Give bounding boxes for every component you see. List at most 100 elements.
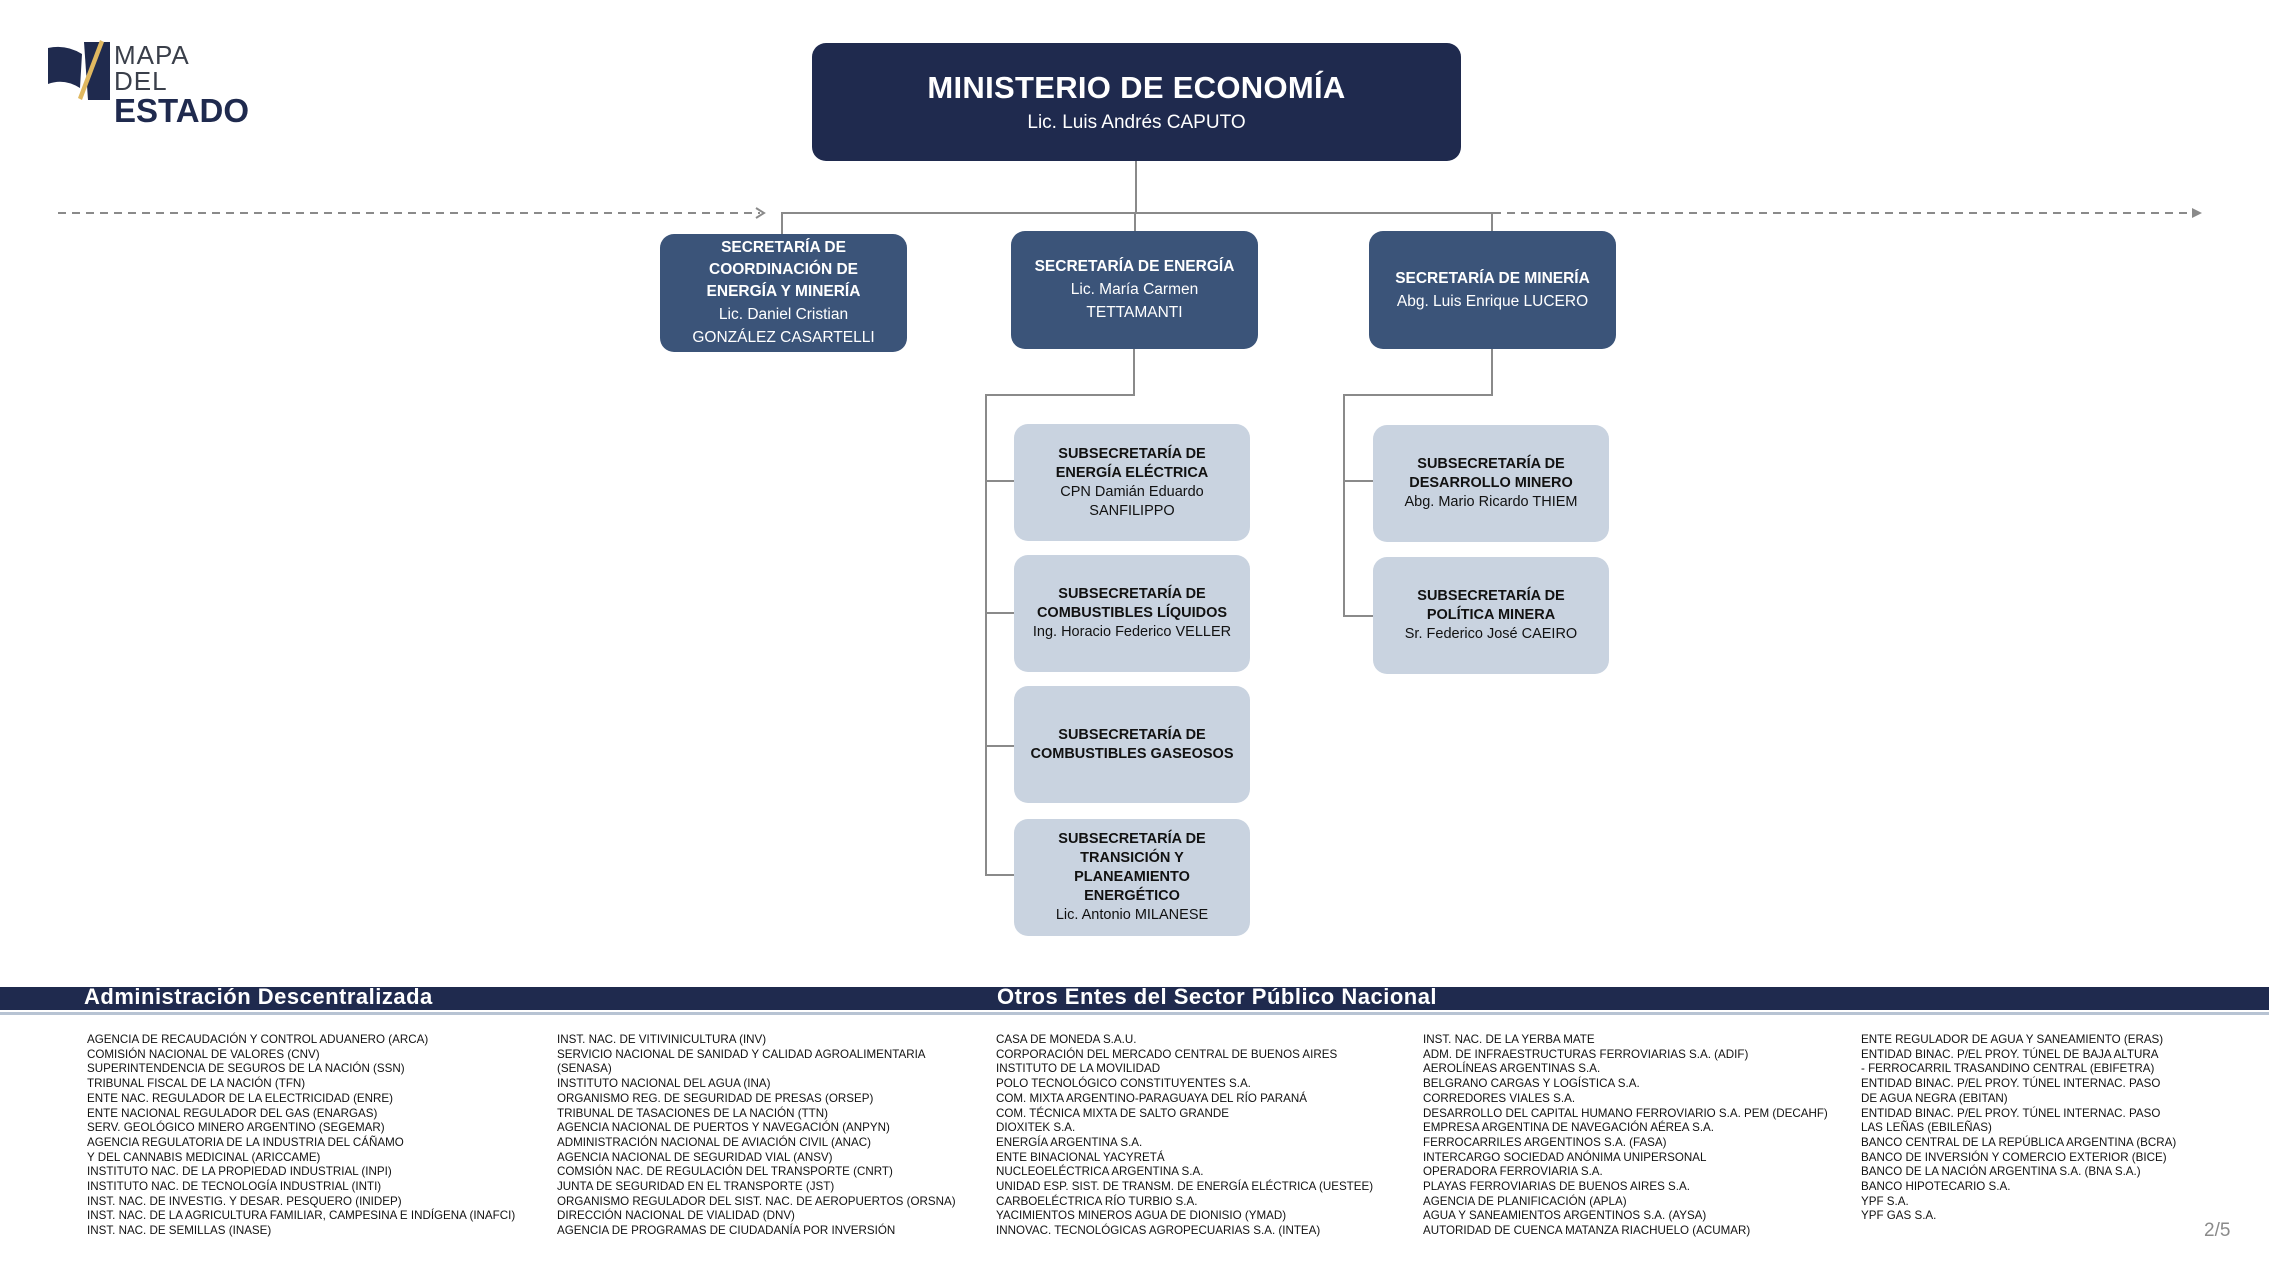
- entity-list-item: POLO TECNOLÓGICO CONSTITUYENTES S.A.: [996, 1077, 1251, 1091]
- box-head-name-line: Lic. Daniel Cristian: [718, 306, 849, 323]
- dashed-arrows: [58, 207, 2202, 219]
- box-head-name-line: Sr. Federico José CAEIRO: [1404, 626, 1578, 642]
- entity-list-item: INSTITUTO DE LA MOVILIDAD: [996, 1062, 1161, 1076]
- entity-list-item: COM. TÉCNICA MIXTA DE SALTO GRANDE: [996, 1106, 1229, 1120]
- entity-list-item: COM. MIXTA ARGENTINO-PARAGUAYA DEL RÍO P…: [996, 1091, 1307, 1105]
- box-title-line: ENERGÍA ELÉCTRICA: [1055, 464, 1209, 481]
- entity-list-item: INST. NAC. DE LA AGRICULTURA FAMILIAR, C…: [87, 1209, 516, 1223]
- entity-list-item: ORGANISMO REGULADOR DEL SIST. NAC. DE AE…: [557, 1194, 956, 1208]
- entity-list-item: UNIDAD ESP. SIST. DE TRANSM. DE ENERGÍA …: [996, 1180, 1374, 1194]
- box-title-line: DESARROLLO MINERO: [1409, 475, 1573, 491]
- ministry-head: Lic. Luis Andrés CAPUTO: [1027, 112, 1246, 133]
- entity-list-item: NUCLEOELÉCTRICA ARGENTINA S.A.: [996, 1165, 1204, 1179]
- entity-list-item: AGENCIA DE PLANIFICACIÓN (APLA): [1423, 1194, 1627, 1208]
- logo-line-2: ESTADO: [114, 92, 250, 129]
- box-head-name-line: Abg. Mario Ricardo THIEM: [1404, 494, 1578, 510]
- bottom-divider: [0, 1012, 2269, 1015]
- connector: [985, 745, 1014, 747]
- box-title-line: ENERGÉTICO: [1084, 888, 1180, 904]
- entity-list-item: YPF S.A.: [1861, 1194, 1909, 1208]
- box-head-name-line: Lic. Antonio MILANESE: [1055, 907, 1209, 923]
- entities-column-2: INST. NAC. DE VITIVINICULTURA (INV)SERVI…: [557, 1033, 956, 1239]
- connector: [985, 612, 1014, 614]
- box-title-line: ENERGÍA Y MINERÍA: [706, 283, 861, 300]
- entity-list-item: ENTE NAC. REGULADOR DE LA ELECTRICIDAD (…: [87, 1091, 393, 1105]
- box-title-line: COMBUSTIBLES LÍQUIDOS: [1036, 605, 1228, 621]
- entity-list-item: INST. NAC. DE LA YERBA MATE: [1423, 1033, 1595, 1046]
- box-head-name-line: Ing. Horacio Federico VELLER: [1032, 624, 1232, 640]
- box-head-name-line: CPN Damián Eduardo: [1060, 483, 1204, 500]
- entity-list-item: DIRECCIÓN NACIONAL DE VIALIDAD (DNV): [557, 1209, 795, 1223]
- entity-list-item: AGUA Y SANEAMIENTOS ARGENTINOS S.A. (AYS…: [1423, 1209, 1707, 1223]
- box-title-line: COORDINACIÓN DE: [709, 261, 858, 278]
- connector: [985, 394, 1135, 396]
- entity-list-item: ENTIDAD BINAC. P/EL PROY. TÚNEL INTERNAC…: [1861, 1106, 2161, 1120]
- box-title-line: PLANEAMIENTO: [1074, 869, 1190, 885]
- box-title-line: SUBSECRETARÍA DE: [1058, 586, 1206, 602]
- entity-list-item: Y DEL CANNABIS MEDICINAL (ARICCAME): [87, 1150, 321, 1164]
- entity-list-item: ADMINISTRACIÓN NACIONAL DE AVIACIÓN CIVI…: [557, 1135, 871, 1149]
- entity-list-item: AGENCIA REGULATORIA DE LA INDUSTRIA DEL …: [87, 1135, 404, 1149]
- connector: [1343, 394, 1345, 617]
- entity-list-item: AEROLÍNEAS ARGENTINAS S.A.: [1423, 1062, 1601, 1076]
- ministry-box: MINISTERIO DE ECONOMÍA Lic. Luis Andrés …: [812, 43, 1461, 161]
- entity-list-item: FERROCARRILES ARGENTINOS S.A. (FASA): [1423, 1135, 1667, 1149]
- entity-list-item: EMPRESA ARGENTINA DE NAVEGACIÓN AÉREA S.…: [1423, 1121, 1715, 1135]
- flag-logo-icon: [48, 40, 110, 100]
- entity-list-item: ORGANISMO REG. DE SEGURIDAD DE PRESAS (O…: [557, 1091, 874, 1105]
- connector: [1491, 349, 1493, 395]
- box-title-line: SECRETARÍA DE ENERGÍA: [1034, 258, 1235, 275]
- entity-list-item: - FERROCARRIL TRASANDINO CENTRAL (EBIFET…: [1861, 1062, 2155, 1076]
- entity-list-item: ENERGÍA ARGENTINA S.A.: [996, 1135, 1143, 1149]
- entity-list-item: OPERADORA FERROVIARIA S.A.: [1423, 1165, 1603, 1179]
- entity-list-item: BANCO HIPOTECARIO S.A.: [1861, 1180, 2011, 1194]
- box-title-line: SECRETARÍA DE MINERÍA: [1395, 269, 1590, 287]
- box-head-name-line: Abg. Luis Enrique LUCERO: [1396, 292, 1589, 310]
- entity-list-item: DESARROLLO DEL CAPITAL HUMANO FERROVIARI…: [1423, 1106, 1828, 1120]
- box-title-line: SUBSECRETARÍA DE: [1417, 456, 1565, 472]
- entity-list-item: COMSIÓN NAC. DE REGULACIÓN DEL TRANSPORT…: [557, 1165, 893, 1179]
- entity-list-item: CARBOELÉCTRICA RÍO TURBIO S.A.: [996, 1194, 1198, 1208]
- entity-list-item: ENTE REGULADOR DE AGUA Y SANEAMIENTO (ER…: [1861, 1033, 2164, 1046]
- box-title-line: COMBUSTIBLES GASEOSOS: [1030, 745, 1234, 762]
- entity-list-item: AGENCIA NACIONAL DE SEGURIDAD VIAL (ANSV…: [557, 1150, 833, 1164]
- entity-list-item: CASA DE MONEDA S.A.U.: [996, 1033, 1137, 1046]
- box-title-line: TRANSICIÓN Y: [1080, 850, 1184, 866]
- entity-list-item: DE AGUA NEGRA (EBITAN): [1861, 1091, 2008, 1105]
- entity-list-item: ENTE NACIONAL REGULADOR DEL GAS (ENARGAS…: [87, 1106, 378, 1120]
- entity-list-item: SERVICIO NACIONAL DE SANIDAD Y CALIDAD A…: [557, 1047, 926, 1061]
- entity-list-item: INSTITUTO NAC. DE TECNOLOGÍA INDUSTRIAL …: [87, 1180, 382, 1194]
- box-title-line: SUBSECRETARÍA DE: [1417, 588, 1565, 604]
- box-head-name-line: Lic. María Carmen: [1070, 281, 1199, 298]
- entity-list-item: (SENASA): [557, 1062, 612, 1076]
- secretariat-mining-box: SECRETARÍA DE MINERÍA Abg. Luis Enrique L…: [1369, 231, 1616, 349]
- ministry-title: MINISTERIO DE ECONOMÍA: [927, 70, 1346, 105]
- entity-list-item: ENTIDAD BINAC. P/EL PROY. TÚNEL INTERNAC…: [1861, 1077, 2161, 1091]
- entity-list-item: TRIBUNAL DE TASACIONES DE LA NACIÓN (TTN…: [557, 1106, 828, 1120]
- entities-column-5: ENTE REGULADOR DE AGUA Y SANEAMIENTO (ER…: [1861, 1033, 2176, 1224]
- connector: [985, 480, 1014, 482]
- mapa-del-estado-logo: MAPA DEL ESTADO: [48, 40, 249, 127]
- connector: [1135, 161, 1137, 213]
- entity-list-item: CORPORACIÓN DEL MERCADO CENTRAL DE BUENO…: [996, 1047, 1338, 1061]
- entity-list-item: ADM. DE INFRAESTRUCTURAS FERROVIARIAS S.…: [1423, 1047, 1749, 1061]
- entity-list-item: AGENCIA DE RECAUDACIÓN Y CONTROL ADUANER…: [87, 1033, 429, 1046]
- entity-list-item: YACIMIENTOS MINEROS AGUA DE DIONISIO (YM…: [996, 1209, 1287, 1223]
- entity-list-item: JUNTA DE SEGURIDAD EN EL TRANSPORTE (JST…: [557, 1180, 835, 1194]
- heading-decentralized-administration: Administración Descentralizada: [84, 984, 433, 1009]
- box-head-name-line: GONZÁLEZ CASARTELLI: [692, 329, 875, 346]
- entity-list-item: BANCO DE LA NACIÓN ARGENTINA S.A. (BNA S…: [1861, 1165, 2141, 1179]
- entity-list-item: ENTE BINACIONAL YACYRETÁ: [996, 1150, 1165, 1164]
- arrow-right-icon: [2192, 208, 2202, 218]
- entity-list-item: INNOVAC. TECNOLÓGICAS AGROPECUARIAS S.A.…: [996, 1224, 1321, 1238]
- entity-list-item: COMISIÓN NACIONAL DE VALORES (CNV): [87, 1047, 320, 1061]
- connector: [1343, 615, 1373, 617]
- entity-list-item: CORREDORES VIALES S.A.: [1423, 1091, 1576, 1105]
- connector: [781, 212, 1493, 214]
- page-number: 2/5: [2204, 1220, 2231, 1241]
- entity-list-item: INST. NAC. DE INVESTIG. Y DESAR. PESQUER…: [87, 1194, 402, 1208]
- entity-list-item: AGENCIA DE PROGRAMAS DE CIUDADANÍA POR I…: [557, 1224, 896, 1238]
